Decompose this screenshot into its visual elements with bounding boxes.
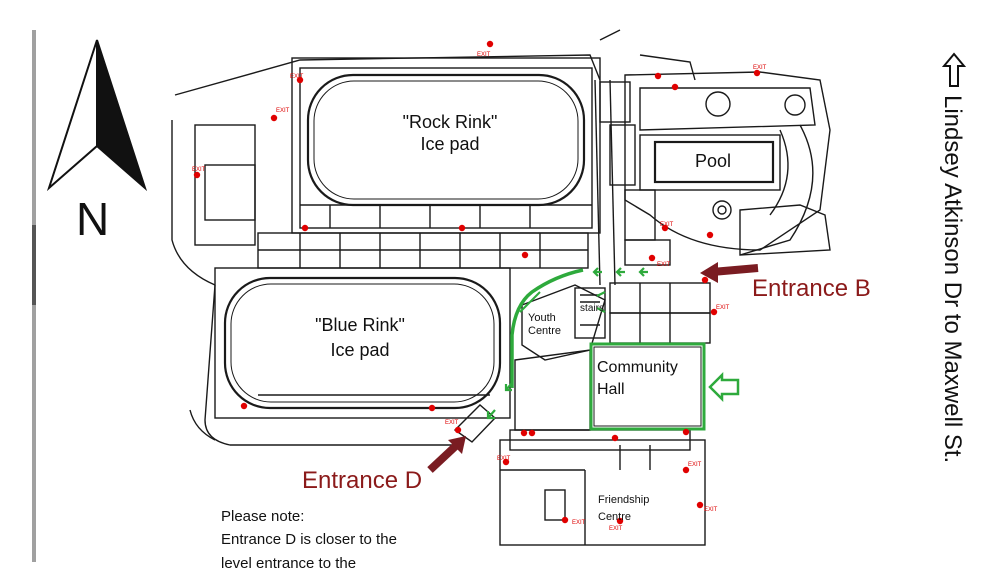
exit-tag: EXIT: [572, 520, 586, 526]
community-hall-outline: [589, 342, 706, 431]
exit-tag: EXIT: [753, 65, 767, 71]
street-direction-arrow-icon: [942, 52, 966, 87]
exit-tag: EXIT: [276, 108, 290, 114]
north-arrow-icon: [46, 39, 148, 192]
exit-tag: EXIT: [290, 74, 304, 80]
left-border-dark: [32, 225, 36, 305]
youth-centre-name: Youth: [528, 312, 556, 324]
friendship-centre-sub: Centre: [598, 511, 632, 524]
rock-rink-name: "Rock Rink": [402, 112, 498, 132]
compass-letter: N: [76, 193, 110, 245]
entrance-arrow-icon: [711, 264, 759, 276]
exit-tag: EXIT: [445, 420, 459, 426]
youth-centre-sub: Centre: [528, 325, 562, 338]
rock-rink-label: "Rock Rink" Ice pad: [390, 112, 510, 155]
rock-rink-sub: Ice pad: [420, 133, 480, 154]
exit-tag: EXIT: [657, 262, 671, 268]
youth-centre-label: Youth Centre: [528, 312, 568, 338]
pool-label: Pool: [694, 151, 732, 171]
exit-tag: EXIT: [660, 222, 674, 228]
exit-tag: EXIT: [497, 456, 511, 462]
stairs-label: stairs: [580, 303, 604, 314]
exit-tag: EXIT: [704, 507, 718, 513]
exit-tag: EXIT: [716, 305, 730, 311]
blue-rink-name: "Blue Rink": [315, 315, 405, 335]
exit-tag: EXIT: [688, 462, 702, 468]
exit-marker-icon: [193, 40, 761, 525]
blue-rink-sub: Ice pad: [330, 339, 390, 360]
friendship-centre-label: Friendship Centre: [598, 494, 658, 524]
community-hall-name: Community: [597, 359, 678, 376]
note-line: Entrance D is closer to the: [221, 531, 397, 549]
entrance-b-label: Entrance B: [752, 275, 871, 302]
route-arrow-icon: [708, 371, 740, 403]
note-line: level entrance to the: [221, 554, 357, 572]
street-direction-label: Lindsey Atkinson Dr to Maxwell St.: [939, 95, 966, 464]
exit-tag: EXIT: [609, 526, 623, 532]
exit-tag: EXIT: [192, 167, 206, 173]
blue-rink-label: "Blue Rink" Ice pad: [300, 315, 420, 361]
note-line: Please note:: [221, 508, 305, 525]
exit-tag: EXIT: [477, 52, 491, 58]
community-hall-sub: Hall: [597, 381, 625, 399]
community-hall-label: Community Hall: [597, 358, 697, 399]
friendship-centre-name: Friendship: [598, 494, 650, 506]
accessibility-note: Please note: Entrance D is closer to the…: [221, 505, 397, 575]
route-path: [510, 268, 584, 388]
entrance-d-label: Entrance D: [302, 467, 423, 494]
